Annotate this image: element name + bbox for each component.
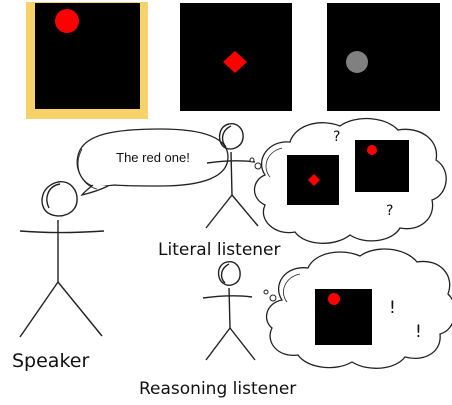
reasoning-thought-cloud: ! ! <box>263 248 452 369</box>
question-mark-2: ? <box>386 203 393 219</box>
red-diamond-referent <box>223 51 247 73</box>
reasoning-listener-figure <box>202 261 256 361</box>
question-mark-1: ? <box>333 129 340 145</box>
literal-thought-diamond <box>308 174 320 186</box>
reasoning-listener-head <box>217 261 241 286</box>
literal-thought-panel-2 <box>355 140 409 192</box>
literal-thought-circle <box>367 145 377 155</box>
speaker-arms <box>19 230 105 234</box>
speaker-figure <box>19 181 105 338</box>
reasoning-listener-label: Reasoning listener <box>139 379 296 399</box>
literal-listener-label: Literal listener <box>158 240 281 260</box>
exclamation-mark-1: ! <box>389 298 396 318</box>
literal-listener-head <box>218 123 244 150</box>
literal-thought-cloud: ? ? <box>249 117 447 244</box>
referent-panel-3 <box>327 3 440 111</box>
exclamation-mark-2: ! <box>415 322 422 342</box>
speech-text: The red one! <box>116 150 190 165</box>
speech-bubble: The red one! <box>76 128 229 197</box>
speaker-head <box>41 181 78 217</box>
reasoning-thought-circle <box>328 293 340 305</box>
referent-panel-1 <box>35 3 140 109</box>
red-circle-referent <box>55 9 79 33</box>
gray-circle-referent <box>346 51 368 73</box>
reasoning-thought-panel <box>315 289 372 345</box>
speaker-label: Speaker <box>12 350 89 372</box>
